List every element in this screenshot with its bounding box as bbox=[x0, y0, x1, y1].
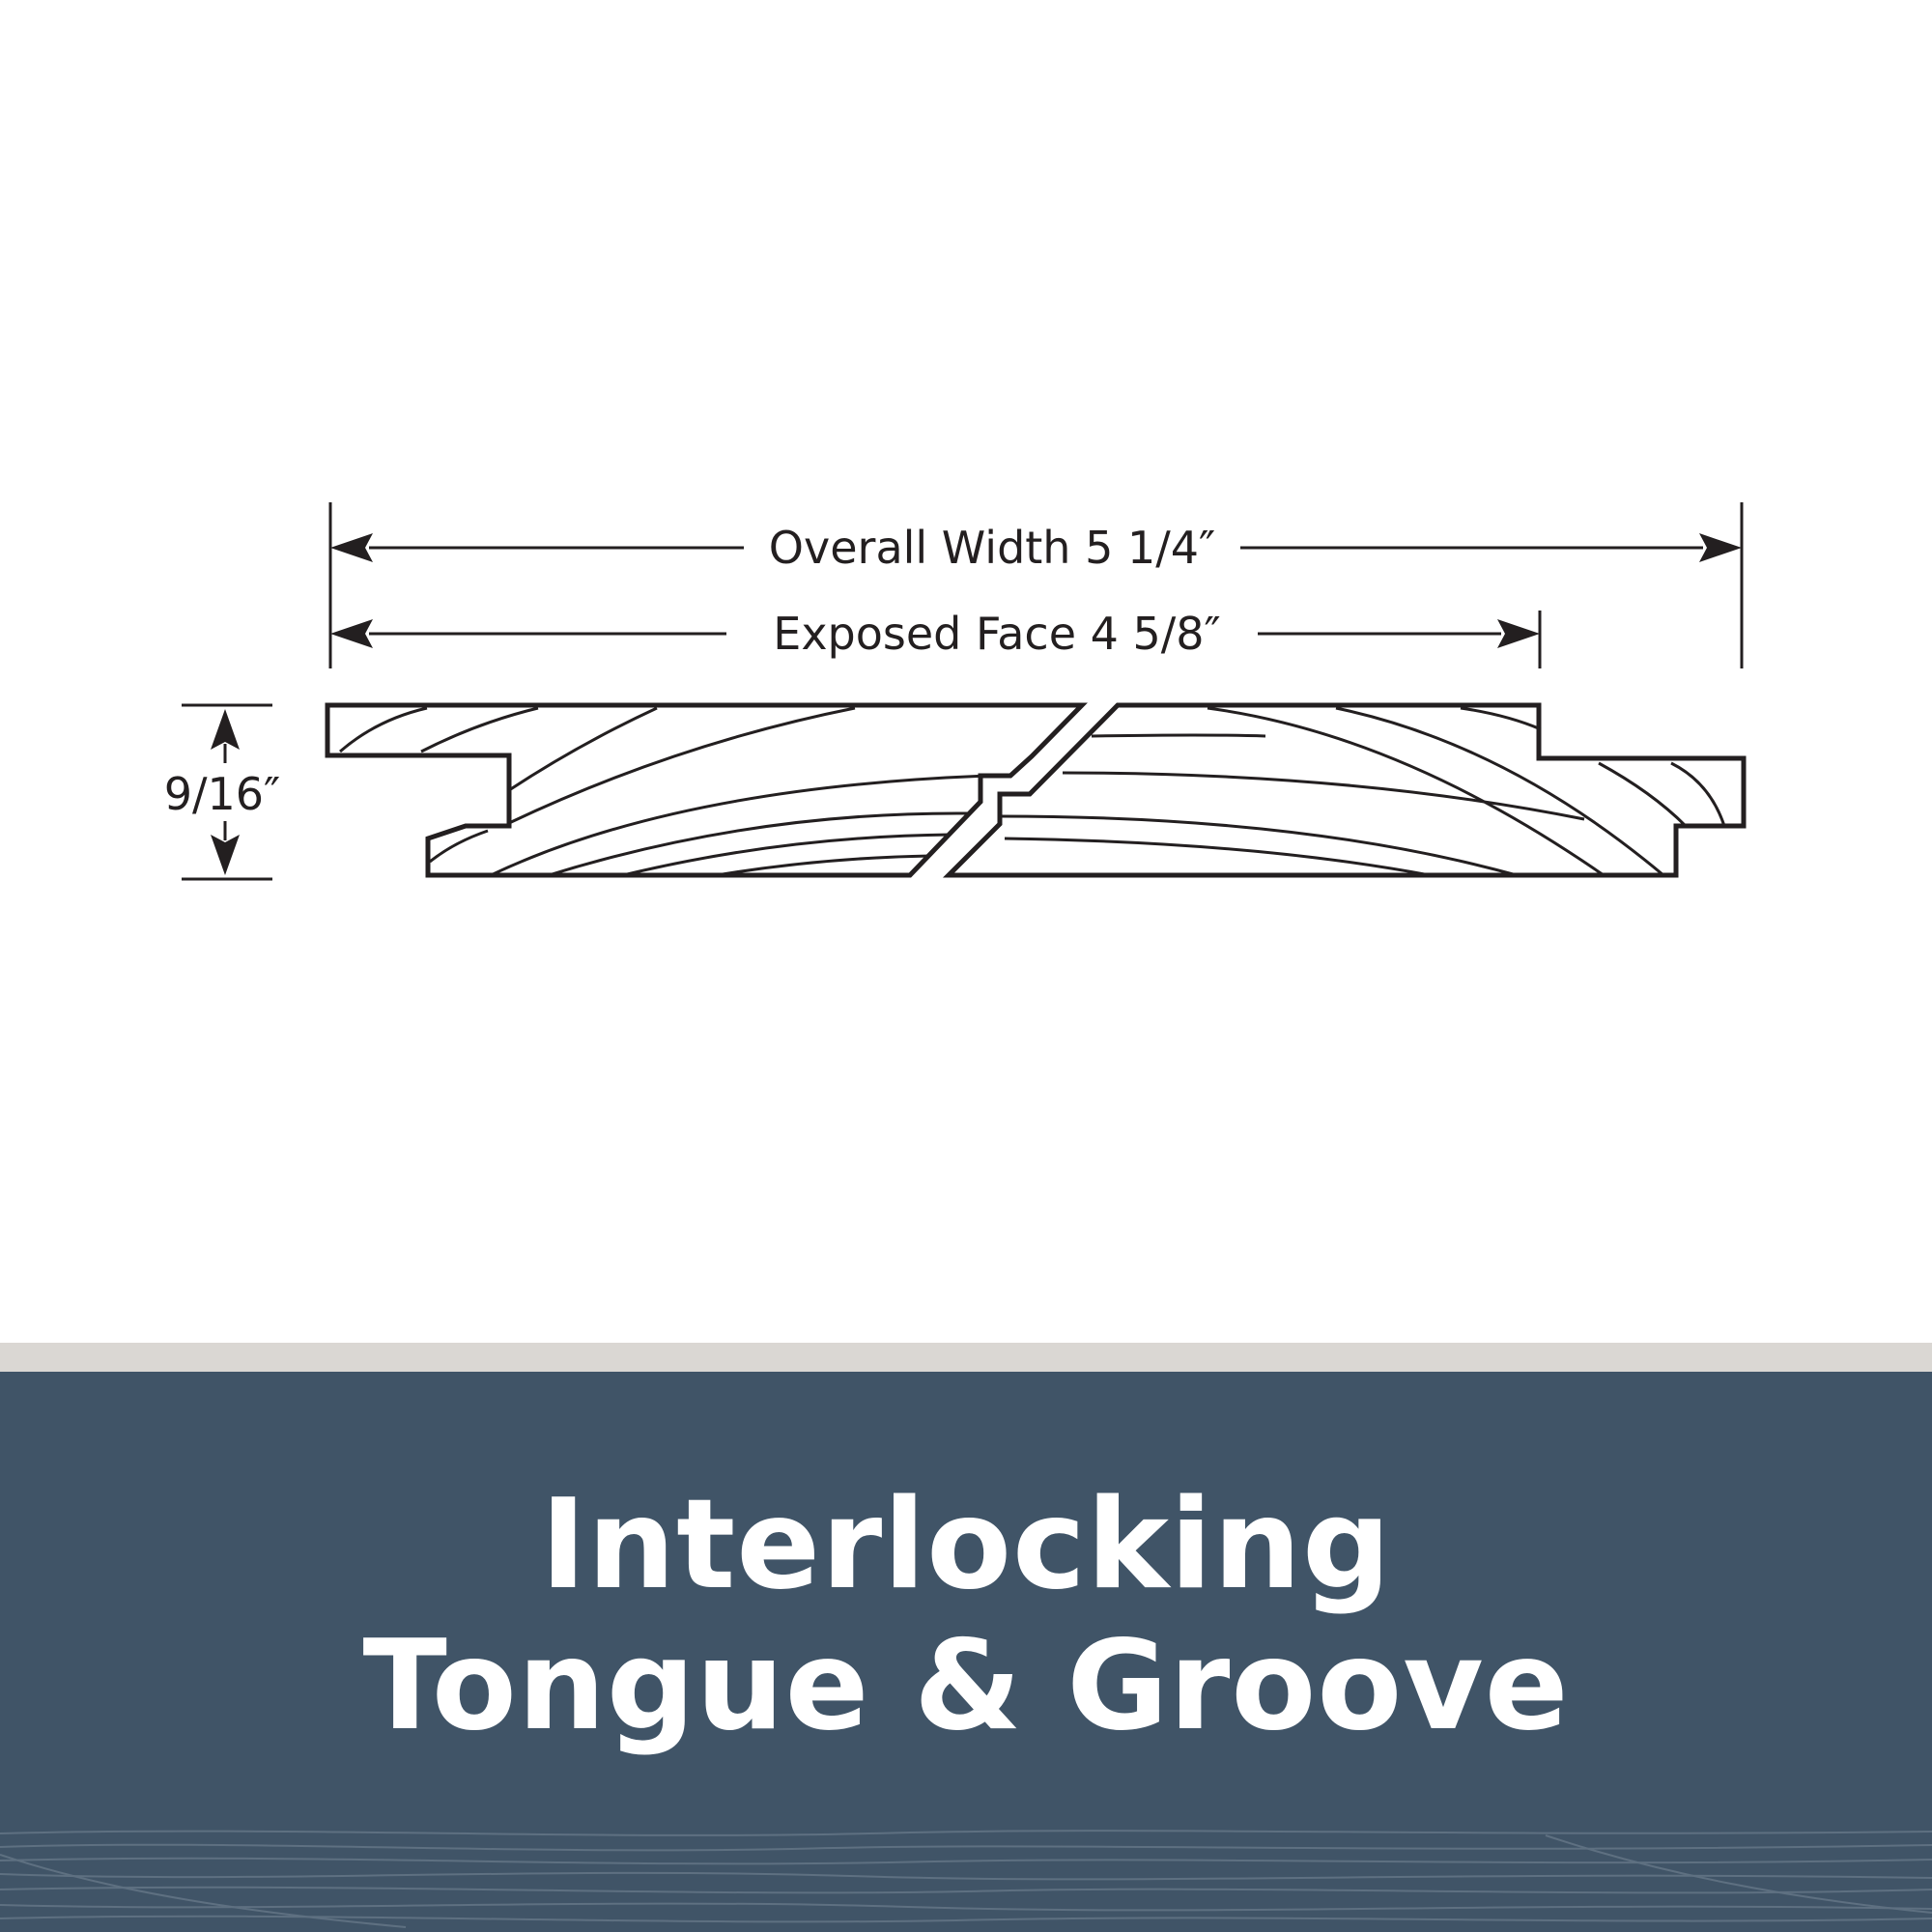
grain-wave bbox=[1545, 1834, 1932, 1914]
headline-line-1: Interlocking bbox=[540, 1473, 1392, 1617]
grain-line bbox=[999, 814, 1518, 877]
grain-line bbox=[622, 833, 952, 877]
grain-line bbox=[1335, 706, 1664, 877]
grain-wave bbox=[0, 1915, 1932, 1923]
exposed-face-label: Exposed Face 4 5/8″ bbox=[773, 608, 1220, 660]
section-divider bbox=[0, 1343, 1932, 1372]
grain-line bbox=[508, 706, 856, 825]
overall-width-right-arrowhead bbox=[1699, 533, 1742, 562]
grain-line bbox=[548, 811, 971, 877]
headline-banner: Interlocking Tongue & Groove bbox=[0, 1372, 1932, 1932]
overall-width-dimension: Overall Width 5 1/4″ bbox=[328, 502, 1744, 668]
grain-line bbox=[1062, 771, 1585, 821]
grain-line bbox=[1004, 837, 1431, 877]
overall-width-left-arrowhead bbox=[330, 533, 373, 562]
grain-line bbox=[420, 706, 539, 753]
board-cross-section bbox=[325, 702, 1747, 878]
grain-line bbox=[1670, 761, 1726, 827]
grain-wave bbox=[0, 1830, 1932, 1836]
grain-line bbox=[339, 706, 428, 753]
overall-width-label: Overall Width 5 1/4″ bbox=[769, 522, 1215, 574]
grain-line bbox=[490, 774, 990, 877]
grain-line bbox=[1091, 733, 1266, 738]
thickness-top-arrowhead bbox=[211, 709, 240, 750]
grain-wave bbox=[0, 1843, 1932, 1852]
grain-wave bbox=[0, 1854, 407, 1928]
wood-grain-pattern bbox=[0, 1830, 1932, 1928]
thickness-dimension: 9/16″ bbox=[164, 703, 280, 881]
grain-line bbox=[1598, 761, 1688, 828]
grain-line bbox=[1207, 706, 1605, 877]
grain-line bbox=[716, 854, 931, 877]
grain-line bbox=[1460, 706, 1542, 731]
exposed-face-right-arrowhead bbox=[1497, 619, 1540, 648]
board-profile-diagram: Overall Width 5 1/4″ Exposed Face 4 5/8″… bbox=[164, 502, 1747, 881]
right-board-outline bbox=[942, 702, 1747, 878]
grain-wave bbox=[0, 1886, 1932, 1894]
grain-wave bbox=[0, 1902, 1932, 1912]
grain-wave bbox=[0, 1857, 1932, 1865]
thickness-label: 9/16″ bbox=[164, 768, 280, 820]
grain-line bbox=[429, 829, 489, 864]
left-board-outline bbox=[325, 702, 1088, 878]
thickness-bottom-arrowhead bbox=[211, 835, 240, 875]
grain-line bbox=[508, 706, 658, 792]
grain-wave bbox=[0, 1871, 1932, 1881]
headline-line-2: Tongue & Groove bbox=[362, 1614, 1570, 1758]
exposed-face-dimension: Exposed Face 4 5/8″ bbox=[330, 608, 1542, 668]
exposed-face-left-arrowhead bbox=[330, 619, 373, 648]
